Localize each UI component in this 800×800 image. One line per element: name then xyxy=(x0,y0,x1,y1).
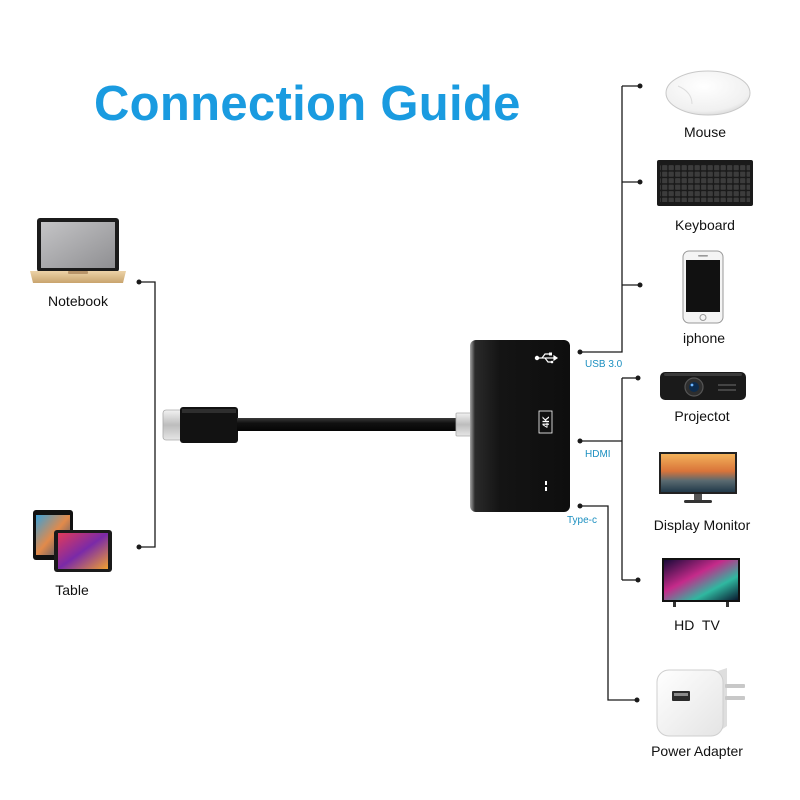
device-label-iphone: iphone xyxy=(682,330,726,346)
dot-projector xyxy=(635,375,641,381)
hdmi-4k-mark: 4K xyxy=(538,410,553,434)
keyboard-icon xyxy=(657,160,753,206)
dot-usb-port xyxy=(577,349,583,355)
svg-text:4K: 4K xyxy=(541,416,551,428)
typec-line xyxy=(580,505,637,701)
dot-iphone xyxy=(637,282,643,288)
type-c-port-icon xyxy=(545,481,547,491)
dot-tv xyxy=(635,577,641,583)
dot-keyboard xyxy=(637,179,643,185)
page-title: Connection Guide xyxy=(94,77,521,131)
projector-icon xyxy=(660,372,746,400)
dot-hdmi-port xyxy=(577,438,583,444)
port-label-typec: Type-c xyxy=(567,515,598,526)
dot-notebook xyxy=(136,279,142,285)
usb-symbol-icon xyxy=(534,352,559,364)
mouse-icon xyxy=(665,70,751,116)
source-bracket-line xyxy=(139,281,156,548)
tv-icon xyxy=(662,558,740,607)
port-label-usb: USB 3.0 xyxy=(585,359,623,370)
power-adapter-icon xyxy=(656,668,745,737)
usb-c-plug xyxy=(162,407,238,443)
device-label-display-monitor: Display Monitor xyxy=(653,517,751,533)
dot-tablet xyxy=(136,544,142,550)
dot-mouse xyxy=(637,83,643,89)
dot-power-adapter xyxy=(634,697,640,703)
device-label-mouse: Mouse xyxy=(683,124,727,140)
cable-collar xyxy=(455,412,472,437)
cable xyxy=(237,418,459,431)
port-label-hdmi: HDMI xyxy=(585,449,611,460)
device-label-hd-tv: HD TV xyxy=(674,617,720,633)
monitor-icon xyxy=(659,452,737,503)
device-label-power-adapter: Power Adapter xyxy=(651,743,743,759)
source-label-tablet: Table xyxy=(55,582,89,598)
device-label-projector: Projectot xyxy=(674,408,730,424)
dot-typec-port xyxy=(577,503,583,509)
device-label-keyboard: Keyboard xyxy=(675,217,735,233)
usb-trunk-line xyxy=(580,86,623,353)
source-label-notebook: Notebook xyxy=(48,293,108,309)
hub-body xyxy=(470,340,570,512)
usb-c-hub-adapter: 4K xyxy=(162,340,570,512)
smartphone-icon xyxy=(682,250,724,324)
laptop-icon xyxy=(30,218,126,283)
tablet-icon xyxy=(33,510,112,572)
